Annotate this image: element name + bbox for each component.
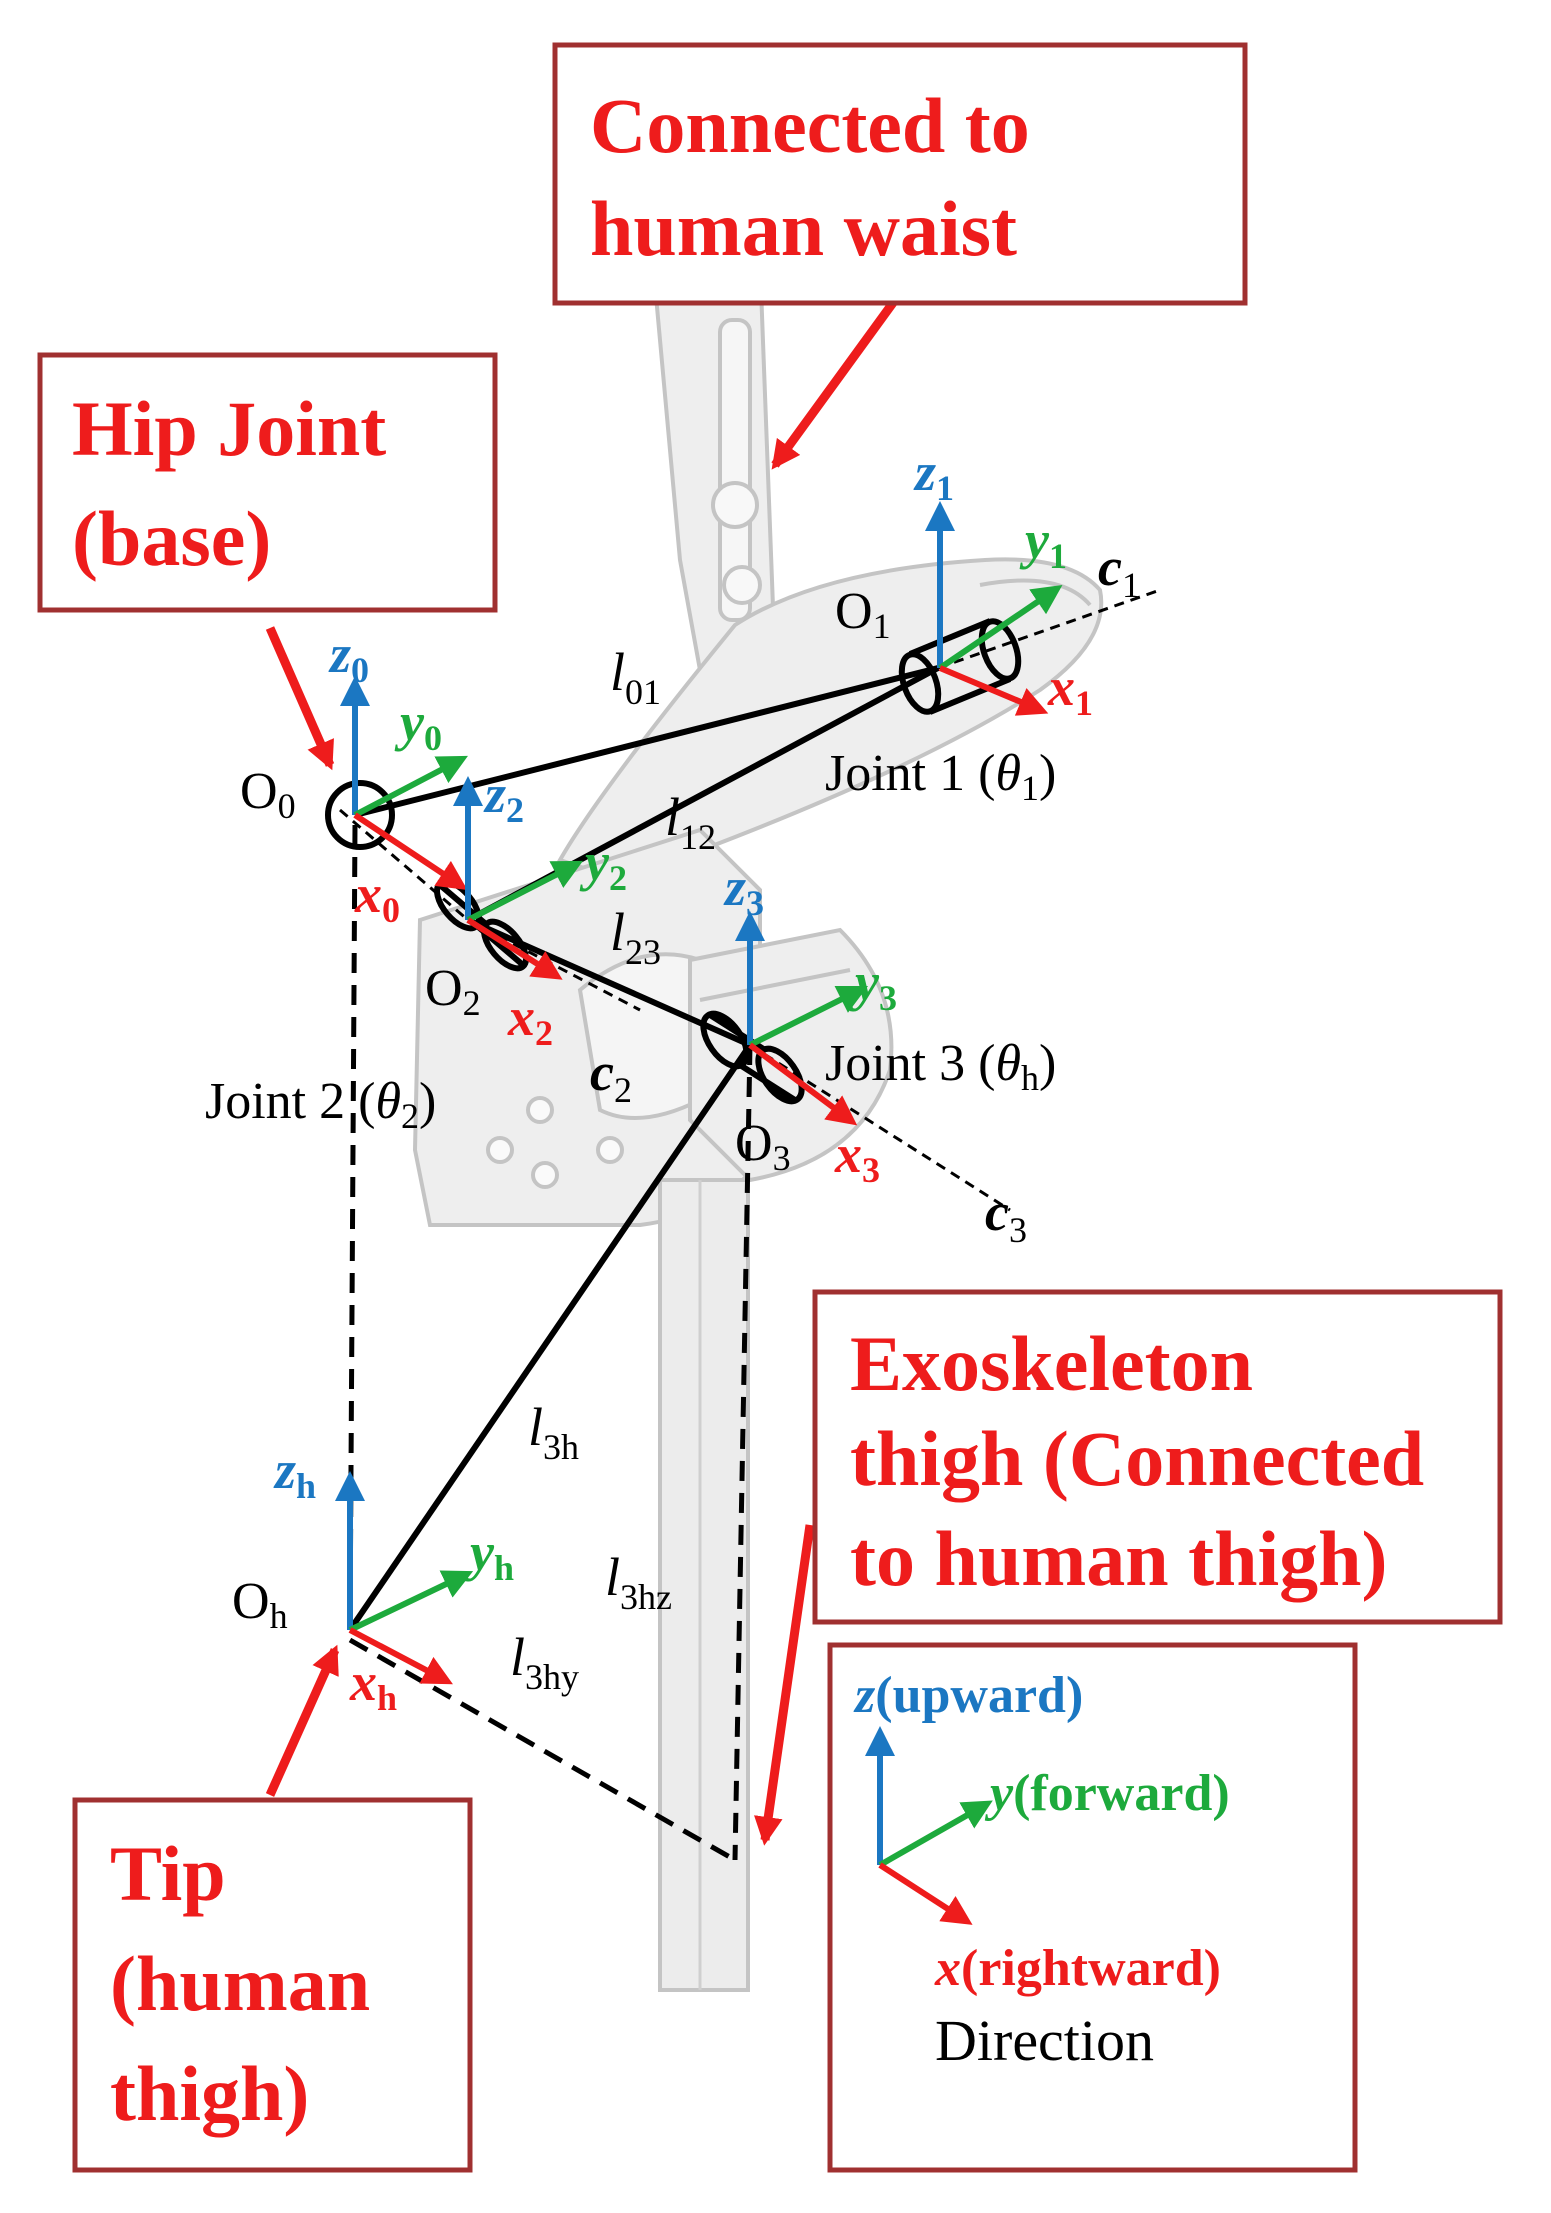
link-l01 [354,665,939,818]
origin-o2-label: O2 [425,960,481,1023]
callout-waist-line1: Connected to [590,82,1030,169]
joint-3-label: Joint 3 (θh) [825,1035,1056,1098]
axis-c3-label: c3 [985,1182,1027,1250]
frame-o0-axes [340,676,468,890]
link-l12-label: l12 [665,787,716,857]
callout-hip-line2: (base) [72,495,271,582]
axis-z1-label: z1 [913,442,954,508]
legend-z-label: z(upward) [853,1667,1083,1724]
origin-oh-label: Oh [232,1573,288,1636]
callout-thigh-line3: to human thigh) [850,1515,1387,1602]
axis-x1-label: x1 [1047,657,1093,723]
arrow-to-waist-bar [771,297,899,470]
callout-box-hip: Hip Joint (base) [37,352,498,613]
origin-o1-label: O1 [835,583,891,646]
dashed-c2 [467,918,641,1012]
link-l01-label: l01 [610,642,661,712]
dashed-l3hy [348,1637,737,1863]
dashed-c2b [339,808,469,922]
callout-thigh-line2: thigh (Connected [850,1415,1424,1502]
callout-tip-line2: (human [110,1940,370,2027]
joint-o0-symbol [325,780,395,850]
link-l3h-label: l3h [528,1397,579,1467]
link-l3hz-label: l3hz [605,1547,672,1617]
axis-yh-label: yh [464,1522,514,1588]
callout-tip-line3: thigh) [110,2050,309,2137]
frame-o2-axes [453,776,584,980]
callout-box-waist: Connected to human waist [552,42,1248,306]
joint-1-label: Joint 1 (θ1) [825,745,1056,808]
axis-c1-label: c1 [1098,537,1140,605]
legend-x-label: x(rightward) [934,1940,1221,1997]
axis-y1-label: y1 [1019,510,1067,576]
axis-y3-label: y3 [849,952,897,1018]
arrow-to-hip-joint [265,626,335,771]
direction-legend: z(upward) y(forward) x(rightward) Direct… [827,1642,1358,2173]
axis-z2-label: z2 [483,764,524,830]
link-l23-label: l23 [610,902,661,972]
frame-o1-axes [925,501,1063,716]
axis-x2-label: x2 [507,987,553,1053]
callout-box-tip: Tip (human thigh) [72,1797,473,2173]
callout-arrows [265,297,899,1846]
joint-1-cylinder [898,618,1022,715]
origin-o3-label: O3 [735,1115,791,1178]
dashed-c3 [749,1043,1011,1212]
link-l3h [347,1043,753,1632]
dashed-vertical-o0-oh [347,824,358,1631]
legend-caption: Direction [935,2008,1154,2073]
dashed-l3hz [732,1044,753,1861]
axis-y2-label: y2 [579,832,627,898]
axis-xh-label: xh [349,1652,397,1718]
callout-waist-line2: human waist [590,185,1017,272]
axis-c2-label: c2 [590,1042,632,1110]
callout-tip-line1: Tip [110,1830,226,1917]
callout-box-thigh: Exoskeleton thigh (Connected to human th… [812,1289,1503,1625]
link-l3hy-label: l3hy [510,1627,579,1697]
axis-y0-label: y0 [394,692,442,758]
dashed-c1 [937,588,1161,670]
legend-y-arrow [878,1800,993,1868]
legend-x-arrow [878,1862,973,1925]
axis-x0-label: x0 [354,864,400,930]
arrow-to-thigh [754,1524,815,1846]
axis-z3-label: z3 [723,857,764,923]
callout-thigh-line1: Exoskeleton [850,1320,1253,1407]
frame-o3-axes [735,911,869,1126]
frame-oh-axes [335,1471,474,1685]
origin-o0-label: O0 [240,763,296,826]
dashed-projections [339,588,1161,1863]
arrow-to-tip [265,1644,340,1797]
axis-z0-label: z0 [328,624,369,690]
callout-hip-line1: Hip Joint [72,385,386,472]
axis-x3-label: x3 [834,1124,880,1190]
joint-2-label: Joint 2 (θ2) [205,1073,436,1136]
axis-zh-label: zh [273,1440,316,1506]
legend-y-label: y(forward) [984,1765,1230,1822]
